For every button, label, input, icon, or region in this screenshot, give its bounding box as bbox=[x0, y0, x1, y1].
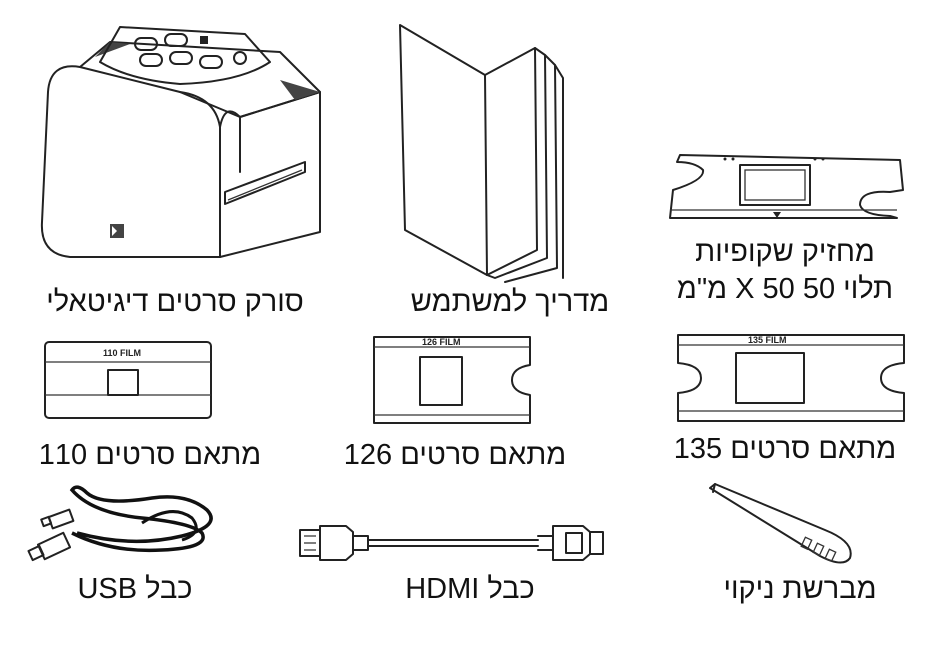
slide-holder-caption-line2: תלוי 50 X 50 מ"מ bbox=[676, 273, 894, 305]
booklet-icon bbox=[399, 24, 564, 283]
hdmi-cable-caption: כבל HDMI bbox=[405, 573, 535, 605]
adapter-110-label: 110 FILM bbox=[103, 348, 141, 358]
film-adapter-110-icon: 110 FILM bbox=[44, 341, 212, 419]
adapter-126-label: 126 FILM bbox=[422, 337, 461, 347]
brush-caption: מברשת ניקוי bbox=[723, 573, 877, 605]
adapter-126-caption: מתאם סרטים 126 bbox=[343, 439, 567, 471]
manual-caption: מדריך למשתמש bbox=[410, 286, 610, 318]
adapter-135-label: 135 FILM bbox=[748, 335, 787, 345]
hdmi-cable-icon bbox=[299, 525, 604, 561]
adapter-135-caption: מתאם סרטים 135 bbox=[673, 433, 897, 465]
cleaning-brush-icon bbox=[709, 483, 852, 564]
film-adapter-135-icon: 135 FILM bbox=[677, 334, 905, 422]
slide-holder-icon bbox=[669, 154, 904, 219]
slide-holder-caption-line1: מחזיק שקופיות bbox=[695, 236, 875, 268]
film-adapter-126-icon: 126 FILM bbox=[373, 336, 531, 424]
film-scanner-icon bbox=[40, 26, 321, 258]
usb-cable-icon bbox=[27, 485, 213, 562]
usb-cable-caption: כבל USB bbox=[77, 573, 193, 605]
adapter-110-caption: מתאם סרטים 110 bbox=[38, 439, 262, 471]
scanner-caption: סורק סרטים דיגיטאלי bbox=[46, 286, 304, 318]
